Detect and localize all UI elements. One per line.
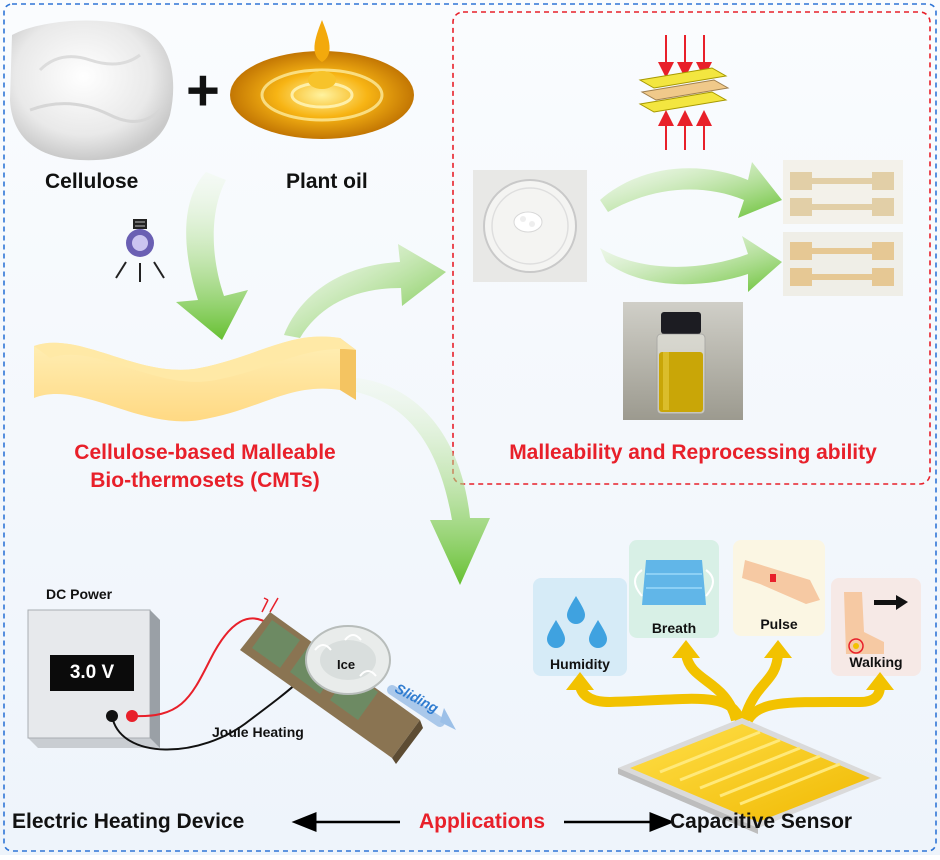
dogbone-samples-pressed [783, 160, 903, 224]
dc-power-supply [27, 609, 160, 748]
light-bulb-icon [115, 219, 165, 282]
dogbone-samples-reprocessed [783, 232, 903, 296]
cellulose-powder-image [10, 20, 174, 161]
breath-label: Breath [651, 620, 697, 636]
plus-sign: + [186, 58, 220, 123]
petri-dish-photo [473, 170, 587, 282]
ice-label: Ice [337, 657, 356, 672]
cmt-material-slab [34, 336, 356, 422]
arrow-to-applications [346, 378, 490, 585]
outer-frame [3, 3, 937, 852]
capacitive-sensor-device [618, 718, 882, 834]
walking-card [831, 578, 921, 676]
sliding-arrow [387, 685, 445, 727]
pulse-card [733, 540, 825, 636]
plant-oil-label: Plant oil [286, 170, 368, 193]
sensor-signal-arrows [566, 640, 894, 723]
black-wire [111, 679, 301, 751]
voltage-display-value: 3.0 V [69, 662, 115, 683]
arrow-to-malleability [284, 244, 446, 338]
electric-heating-device-label: Electric Heating Device [12, 810, 245, 833]
malleability-panel-frame [452, 11, 931, 485]
arrow-press-route [600, 162, 782, 218]
material-title-line2: Bio-thermosets (CMTs) [90, 469, 320, 492]
red-wire [131, 617, 271, 718]
applications-label: Applications [418, 810, 545, 833]
cellulose-label: Cellulose [45, 170, 139, 193]
vial-photo [623, 302, 743, 420]
plant-oil-image [230, 20, 414, 139]
pulse-label: Pulse [760, 616, 798, 632]
humidity-label: Humidity [550, 656, 610, 672]
voltage-display-screen [50, 655, 134, 691]
arrow-to-material [176, 172, 248, 340]
joule-heating-label: Joule Heating [212, 724, 304, 740]
ice-block [305, 625, 391, 695]
arrow-solution-route [600, 236, 782, 292]
hot-press-icon [638, 35, 730, 150]
capacitive-sensor-label: Capacitive Sensor [670, 810, 853, 833]
walking-label: Walking [849, 654, 903, 670]
material-title-line1: Cellulose-based Malleable [74, 441, 336, 464]
humidity-card [533, 578, 627, 676]
breath-card [629, 540, 719, 638]
malleability-title: Malleability and Reprocessing ability [509, 441, 877, 464]
dc-power-label: DC Power [46, 586, 113, 602]
